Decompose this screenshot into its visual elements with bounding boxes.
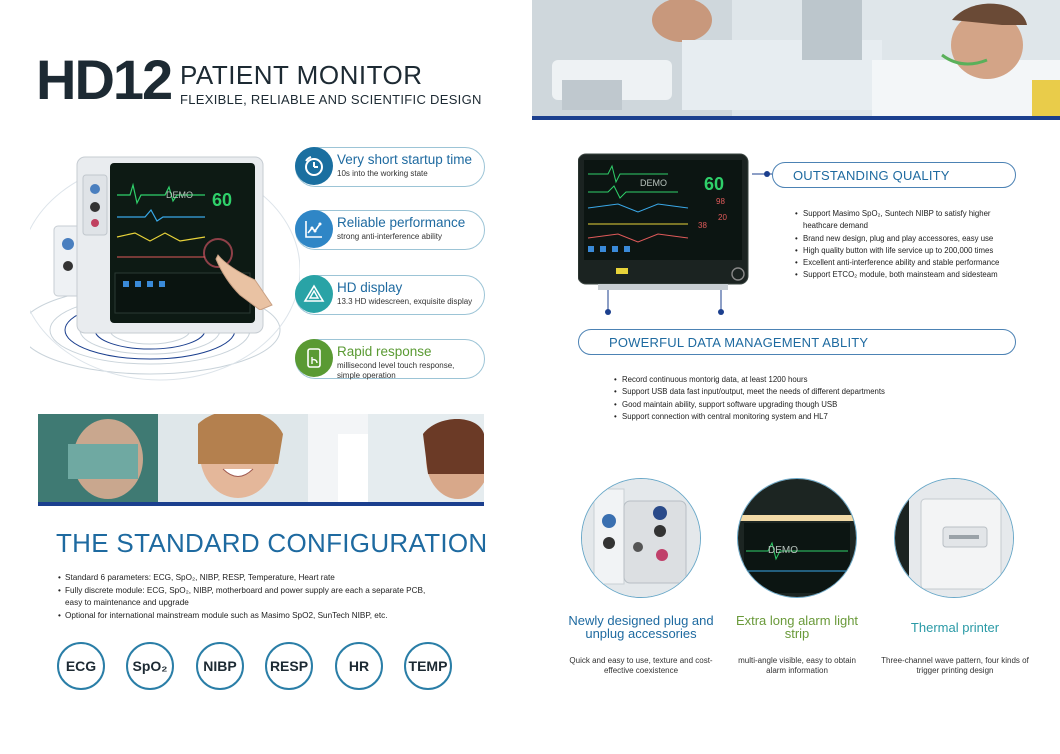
- data-mgmt-heading-pill: POWERFUL DATA MANAGEMENT ABLITY: [578, 329, 1016, 355]
- list-item: Fully discrete module: ECG, SpO₂, NIBP, …: [58, 585, 438, 610]
- feature-desc: millisecond level touch response, simple…: [337, 361, 455, 380]
- list-item: Good maintain ability, support software …: [614, 399, 934, 412]
- list-item: High quality button with life service up…: [795, 245, 1015, 258]
- data-mgmt-list: Record continuous montorig data, at leas…: [614, 374, 934, 423]
- param-badge-resp: RESP: [265, 642, 313, 690]
- feature-desc: strong anti-interference ability: [337, 232, 442, 241]
- list-item: Record continuous montorig data, at leas…: [614, 374, 934, 387]
- accessories-title: Newly designed plug and unplug accessori…: [568, 613, 714, 641]
- param-badge-hr: HR: [335, 642, 383, 690]
- accessories-circle-image: [581, 478, 701, 598]
- param-badge-temp: TEMP: [404, 642, 452, 690]
- data-mgmt-heading: POWERFUL DATA MANAGEMENT ABLITY: [609, 335, 869, 350]
- list-item: Optional for international mainstream mo…: [58, 610, 438, 623]
- chart-icon: [295, 210, 333, 248]
- standard-config-list: Standard 6 parameters: ECG, SpO₂, NIBP, …: [58, 572, 438, 622]
- printer-circle-image: [894, 478, 1014, 598]
- hand-touch-illustration: [203, 238, 273, 310]
- feature-hd-display: HD display 13.3 HD widescreen, exquisite…: [295, 275, 485, 315]
- list-item: Excellent anti-interference ability and …: [795, 257, 1015, 270]
- triangle-icon: [295, 275, 333, 313]
- feature-rapid-response: Rapid response millisecond level touch r…: [295, 339, 485, 380]
- stopwatch-icon: [295, 147, 333, 185]
- svg-text:38: 38: [698, 221, 707, 230]
- monitor-watermark: DEMO: [640, 178, 667, 188]
- team-photo-underline: [38, 502, 484, 506]
- page-subtitle: FLEXIBLE, RELIABLE AND SCIENTIFIC DESIGN: [180, 92, 482, 107]
- connector-line: [752, 171, 772, 177]
- param-badge-ecg: ECG: [57, 642, 105, 690]
- list-item: Standard 6 parameters: ECG, SpO₂, NIBP, …: [58, 572, 438, 585]
- feature-title: Rapid response: [337, 344, 432, 359]
- quality-heading-pill: OUTSTANDING QUALITY: [772, 162, 1016, 188]
- svg-text:98: 98: [716, 197, 725, 206]
- quality-list: Support Masimo SpO₂, Suntech NIBP to sat…: [795, 208, 1015, 282]
- circle-watermark: DEMO: [768, 545, 798, 556]
- feature-desc: 13.3 HD widescreen, exquisite display: [337, 297, 473, 306]
- feature-title: HD display: [337, 280, 403, 295]
- list-item: Support connection with central monitori…: [614, 411, 934, 424]
- feature-title: Very short startup time: [337, 152, 473, 167]
- printer-title: Thermal printer: [910, 620, 1000, 635]
- device-hr-value: 60: [212, 190, 233, 210]
- hospital-patients-photo: [532, 0, 1060, 118]
- feature-startup: Very short startup time 10s into the wor…: [295, 147, 485, 187]
- alarm-strip-desc: multi-angle visible, easy to obtain alar…: [738, 656, 856, 675]
- feature-reliable: Reliable performance strong anti-interfe…: [295, 210, 485, 250]
- list-item: Support ETCO₂ module, both mainsteam and…: [795, 269, 1015, 282]
- list-item: Brand new design, plug and play accessor…: [795, 233, 1015, 246]
- list-item: Support Masimo SpO₂, Suntech NIBP to sat…: [795, 208, 1015, 233]
- medical-team-photo: [38, 414, 484, 504]
- monitor-hr-value: 60: [704, 174, 725, 194]
- svg-text:20: 20: [718, 213, 727, 222]
- touch-icon: [295, 339, 333, 377]
- hero-underline: [532, 116, 1060, 120]
- quality-heading: OUTSTANDING QUALITY: [793, 168, 950, 183]
- standard-config-title: THE STANDARD CONFIGURATION: [56, 528, 488, 558]
- param-badge-spo2: SpO₂: [126, 642, 174, 690]
- accessories-desc: Quick and easy to use, texture and cost-…: [569, 656, 713, 675]
- feature-title: Reliable performance: [337, 215, 466, 230]
- page-title: PATIENT MONITOR: [180, 60, 423, 90]
- feature-desc: 10s into the working state: [337, 169, 428, 178]
- model-name: HD12: [36, 48, 173, 111]
- alarm-strip-circle-image: DEMO: [737, 478, 857, 598]
- monitor-front-illustration: 98 20 38: [578, 153, 749, 315]
- device-watermark: DEMO: [166, 190, 193, 200]
- param-badge-nibp: NIBP: [196, 642, 244, 690]
- printer-desc: Three-channel wave pattern, four kinds o…: [881, 656, 1029, 675]
- list-item: Support USB data fast input/output, meet…: [614, 386, 934, 399]
- alarm-strip-title: Extra long alarm light strip: [735, 613, 859, 641]
